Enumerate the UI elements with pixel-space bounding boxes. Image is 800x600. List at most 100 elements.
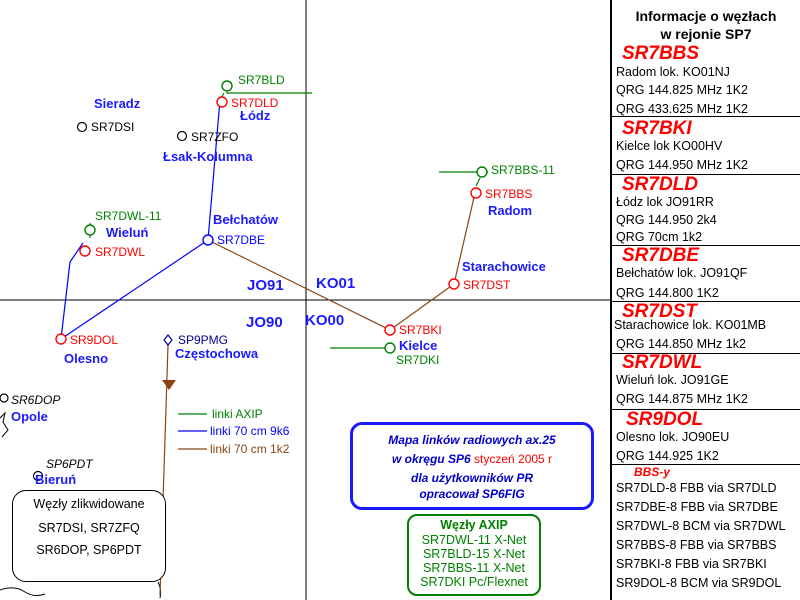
link-9k6-dbe-dol <box>60 239 209 340</box>
info-node-call: SR7BBS <box>622 43 700 64</box>
info-separator <box>612 464 800 465</box>
node-sr7dsi-marker[interactable] <box>76 121 88 133</box>
info-node-line: QRG 433.625 MHz 1K2 <box>616 102 749 116</box>
region-kielce: Kielce <box>399 338 437 353</box>
node-sr7zfo-label: SR7ZFO <box>191 130 238 144</box>
node-sr7bki-marker[interactable] <box>384 324 396 336</box>
info-node-line: Radom lok. KO01NJ <box>616 65 730 79</box>
info-node-call: SR7DST <box>622 301 697 322</box>
map-title-date: styczeń 2005 r <box>474 452 553 466</box>
info-separator <box>612 353 800 354</box>
arrow-down-icon <box>162 380 176 390</box>
info-separator <box>612 116 800 117</box>
node-sr7bbs-label: SR7BBS <box>485 187 532 201</box>
info-title-line1: Informacje o węzłach <box>635 8 777 24</box>
removed-nodes-box: Węzły zlikwidowane SR7DSI, SR7ZFQ SR6DOP… <box>12 490 166 582</box>
bbs-item: SR7BKI-8 FBB via SR7BKI <box>616 557 767 571</box>
legend-axip-label: linki AXIP <box>212 407 263 421</box>
node-sp9pmg-label: SP9PMG <box>178 333 228 347</box>
info-node-line: Kielce lok KO00HV <box>616 139 723 153</box>
axip-item: SR7BBS-11 X-Net <box>423 561 525 575</box>
info-node-line: QRG 70cm 1k2 <box>616 230 703 244</box>
bbs-item: SR9DOL-8 BCM via SR9DOL <box>616 576 782 590</box>
node-sr7dst-marker[interactable] <box>448 278 460 290</box>
node-sr7dbe-marker[interactable] <box>202 234 214 246</box>
map-title-line3: dla użytkowników PR <box>410 471 533 485</box>
map-title-line1: Mapa linków radiowych ax.25 <box>388 433 556 447</box>
bbs-item: SR7BBS-8 FBB via SR7BBS <box>616 538 777 552</box>
bbs-heading: BBS-y <box>634 465 671 479</box>
info-node-call: SR7BKI <box>622 118 692 139</box>
border-outline-bottom <box>0 587 46 597</box>
info-node-line: QRG 144.875 MHz 1K2 <box>616 392 749 406</box>
grid-label-jo91: JO91 <box>247 277 284 294</box>
removed-title: Węzły zlikwidowane <box>33 497 145 511</box>
removed-line1: SR7DSI, SR7ZFQ <box>38 521 140 535</box>
node-sr7dld-label: SR7DLD <box>231 96 279 110</box>
region-lodz: Łódz <box>240 108 271 123</box>
info-node-line: Wieluń lok. JO91GE <box>616 373 729 387</box>
node-sr7dld-marker[interactable] <box>216 96 228 108</box>
map-title-author: opracował SP6FIG <box>419 487 525 501</box>
node-sr7bbs11-marker[interactable] <box>476 166 488 178</box>
info-node-line: QRG 144.925 1K2 <box>616 449 719 463</box>
info-separator <box>612 245 800 246</box>
border-outline <box>0 411 9 438</box>
grid-label-ko01: KO01 <box>316 275 355 292</box>
node-sr7bbs-marker[interactable] <box>470 187 482 199</box>
region-sieradz: Sieradz <box>94 96 141 111</box>
map-title-box: Mapa linków radiowych ax.25 w okręgu SP6… <box>350 422 594 510</box>
link-1k2-dbe-bki <box>207 239 391 331</box>
info-node-line: Bełchatów lok. JO91QF <box>616 266 748 280</box>
node-sr9dol-marker[interactable] <box>55 333 67 345</box>
region-opole: Opole <box>11 409 48 424</box>
region-radom: Radom <box>488 203 532 218</box>
axip-item: SR7BLD-15 X-Net <box>422 547 526 561</box>
info-node-call: SR9DOL <box>626 409 704 430</box>
node-sr7bld-marker[interactable] <box>221 80 233 92</box>
info-node-line: QRG 144.800 1K2 <box>616 286 719 300</box>
info-node-line: QRG 144.950 2k4 <box>616 213 717 227</box>
info-separator <box>612 174 800 175</box>
link-1k2-dst-bbs <box>453 192 476 285</box>
info-node-line: Starachowice lok. KO01MB <box>614 318 767 332</box>
node-sr7zfo-marker[interactable] <box>176 130 188 142</box>
node-sr7bki-label: SR7BKI <box>399 323 442 337</box>
node-sr7dki-label: SR7DKI <box>396 353 439 367</box>
node-sr9dol-label: SR9DOL <box>70 333 118 347</box>
region-lask: Łsak-Kolumna <box>163 149 253 164</box>
node-sr7dki-marker[interactable] <box>384 342 396 354</box>
node-sr6dop-label: SR6DOP <box>11 393 60 407</box>
bbs-item: SR7DLD-8 FBB via SR7DLD <box>616 481 777 495</box>
node-info-panel: Informacje o węzłach w rejonie SP7 SR7BB… <box>612 0 800 600</box>
node-sp9pmg-marker[interactable] <box>163 334 173 346</box>
info-node-line: Łódz lok JO91RR <box>616 195 714 209</box>
node-sp6pdt-marker[interactable] <box>32 470 44 482</box>
map-title-line2: w okręgu SP6 styczeń 2005 r <box>353 452 591 466</box>
region-czestochowa: Częstochowa <box>175 346 259 361</box>
info-node-call: SR7DWL <box>622 352 703 373</box>
axip-item: SR7DKI Pc/Flexnet <box>420 575 528 589</box>
legend-9k6-label: linki 70 cm 9k6 <box>210 424 290 438</box>
legend-1k2-label: linki 70 cm 1k2 <box>210 442 290 456</box>
link-9k6-dld-dbe <box>207 99 221 241</box>
grid-label-jo90: JO90 <box>246 314 283 331</box>
info-separator <box>612 409 800 410</box>
region-starachowice: Starachowice <box>462 259 546 274</box>
region-belchatow: Bełchatów <box>213 212 279 227</box>
grid-label-ko00: KO00 <box>305 312 344 329</box>
link-1k2-bki-dst <box>389 283 455 331</box>
region-olesno: Olesno <box>64 351 108 366</box>
region-bierun: Bieruń <box>35 472 76 487</box>
info-node-line: QRG 144.950 MHz 1K2 <box>616 158 749 172</box>
node-sr7dst-label: SR7DST <box>463 278 511 292</box>
link-axip-bbs11-bbs <box>475 177 481 187</box>
axip-nodes-box: Węzły AXIP SR7DWL-11 X-Net SR7BLD-15 X-N… <box>407 514 541 596</box>
node-sr6dop-marker[interactable] <box>0 393 9 403</box>
node-sr7dsi-label: SR7DSI <box>91 120 134 134</box>
bbs-item: SR7DBE-8 FBB via SR7DBE <box>616 500 778 514</box>
node-sr7dwl11-marker[interactable] <box>84 224 96 236</box>
node-sr7dwl-marker[interactable] <box>79 245 91 257</box>
node-sr7dwl11-label: SR7DWL-11 <box>95 209 162 223</box>
